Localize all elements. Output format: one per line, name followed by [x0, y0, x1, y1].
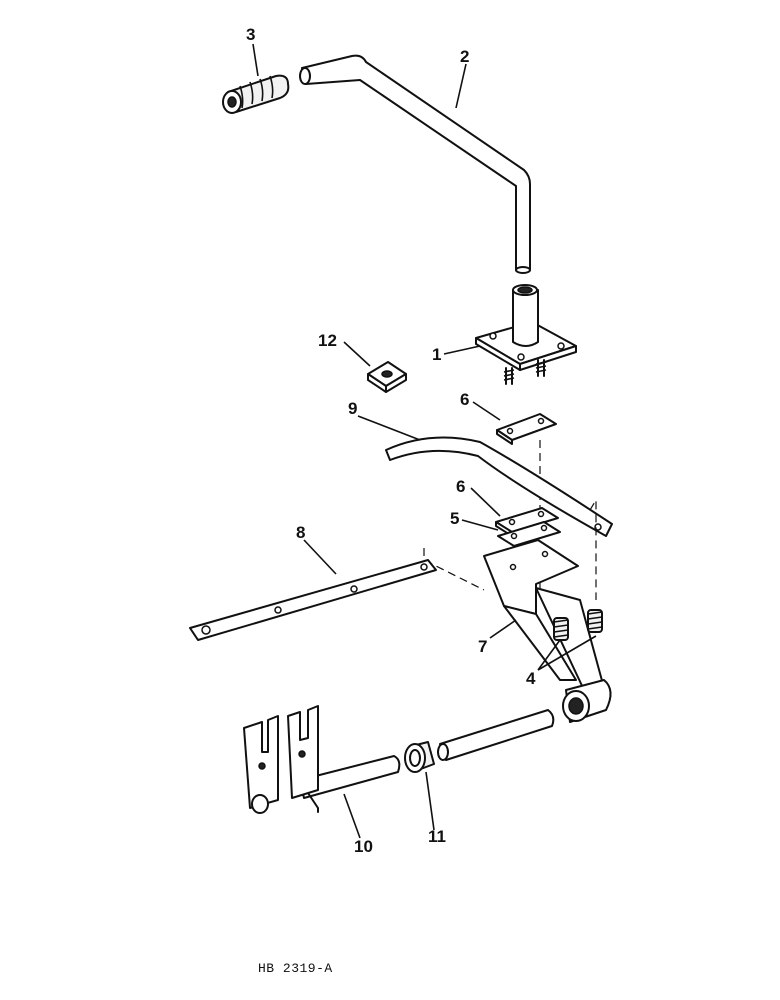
figure-code: HB 2319-A [258, 961, 333, 976]
part-springs [553, 609, 603, 641]
callout-3: 3 [246, 25, 255, 44]
part-spacer-plate [497, 521, 561, 547]
leader-lines [252, 43, 597, 839]
part-square-nut [367, 361, 407, 393]
part-shim-upper [496, 413, 557, 445]
callout-9: 9 [348, 399, 357, 418]
part-flat-bar [189, 559, 437, 641]
part-lever-rod [299, 54, 531, 274]
callout-12: 12 [318, 331, 337, 350]
part-fork-shaft [243, 705, 401, 814]
callout-5: 5 [450, 509, 459, 528]
callout-7: 7 [478, 637, 487, 656]
part-shaft-upper [437, 709, 555, 761]
callout-6-upper: 6 [460, 390, 469, 409]
callout-11: 11 [428, 827, 446, 846]
callout-labels: 1 2 3 4 5 6 6 7 8 9 10 11 12 [246, 25, 536, 856]
part-mounting-plate [475, 284, 577, 385]
callout-8: 8 [296, 523, 305, 542]
callout-2: 2 [460, 47, 469, 66]
part-grip [222, 74, 290, 114]
part-bracket [483, 539, 605, 691]
callout-4: 4 [526, 669, 536, 688]
part-bushing [404, 741, 435, 773]
callout-1: 1 [432, 345, 441, 364]
part-shaft-hub [562, 679, 612, 723]
callout-6-lower: 6 [456, 477, 465, 496]
callout-10: 10 [354, 837, 373, 856]
part-spring-bar [385, 436, 613, 537]
